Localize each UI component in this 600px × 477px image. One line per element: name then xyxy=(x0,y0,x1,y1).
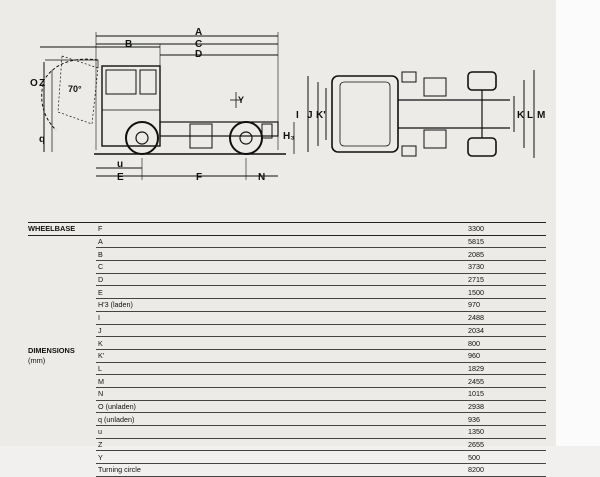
row-value: 800 xyxy=(318,336,546,350)
label-angle: 70° xyxy=(68,84,82,94)
dimensions-unit: (mm) xyxy=(28,355,46,365)
label-y: Y xyxy=(238,95,244,105)
page-margin xyxy=(556,0,600,446)
wheelbase-heading: WHEELBASE xyxy=(28,222,96,236)
row-label: Z xyxy=(96,438,318,452)
row-value: 1829 xyxy=(318,362,546,376)
rear-wheel xyxy=(229,121,263,155)
row-value: 2085 xyxy=(318,247,546,262)
label-k: K xyxy=(517,110,525,121)
row-label: A xyxy=(96,235,318,249)
label-q: q xyxy=(39,134,45,145)
label-z: Z xyxy=(39,78,45,89)
row-label: q (unladen) xyxy=(96,412,318,426)
row-label: B xyxy=(96,247,318,262)
label-l: L xyxy=(527,110,533,121)
label-u: u xyxy=(117,159,123,170)
row-label: Turning circle xyxy=(96,463,318,477)
row-value: 2488 xyxy=(318,311,546,325)
label-d: D xyxy=(195,49,202,60)
front-wheel xyxy=(125,121,159,155)
row-value: 2655 xyxy=(318,438,546,452)
row-label: E xyxy=(96,285,318,300)
row-label: O (unladen) xyxy=(96,400,318,414)
label-m: M xyxy=(537,110,545,121)
row-label: F xyxy=(96,222,318,236)
table-row: H'3 (laden)970 xyxy=(28,298,546,312)
table-row: q (unladen)936 xyxy=(28,412,546,426)
row-value: 2034 xyxy=(318,324,546,338)
cab-side xyxy=(101,65,161,147)
row-value: 5815 xyxy=(318,235,546,249)
table-row: O (unladen)2938 xyxy=(28,400,546,414)
label-b: B xyxy=(125,39,132,50)
table-row: K'960 xyxy=(28,349,546,363)
row-value: 2455 xyxy=(318,374,546,388)
row-label: u xyxy=(96,425,318,439)
row-value: 936 xyxy=(318,412,546,426)
row-value: 960 xyxy=(318,349,546,363)
row-label: M xyxy=(96,374,318,388)
row-label: K xyxy=(96,336,318,350)
label-i: I xyxy=(296,110,299,121)
label-h3: H₃ xyxy=(283,131,295,142)
row-value: 2715 xyxy=(318,273,546,287)
row-label: I xyxy=(96,311,318,325)
table-row-wheelbase: WHEELBASE F 3300 xyxy=(28,222,546,236)
row-label: L xyxy=(96,362,318,376)
row-label: Y xyxy=(96,450,318,465)
label-e: E xyxy=(117,172,124,183)
label-n: N xyxy=(258,172,265,183)
cab-tilt-arc xyxy=(41,58,99,131)
label-j: J xyxy=(307,110,313,121)
row-value: 2938 xyxy=(318,400,546,414)
row-label: N xyxy=(96,387,318,401)
row-value: 1350 xyxy=(318,425,546,439)
label-o: O xyxy=(30,78,38,89)
row-label: C xyxy=(96,260,318,274)
row-label: D xyxy=(96,273,318,287)
row-value: 1500 xyxy=(318,285,546,300)
row-value: 3730 xyxy=(318,260,546,274)
dimensions-title: DIMENSIONS xyxy=(28,345,75,355)
dimensions-heading: DIMENSIONS(mm) xyxy=(28,235,96,476)
row-value: 500 xyxy=(318,450,546,465)
row-value: 970 xyxy=(318,298,546,312)
label-f: F xyxy=(196,172,202,183)
row-label: J xyxy=(96,324,318,338)
label-c: C xyxy=(195,39,202,50)
chassis-frame xyxy=(159,121,279,137)
row-label: K' xyxy=(96,349,318,363)
row-label: H'3 (laden) xyxy=(96,298,318,312)
row-value: 8200 xyxy=(318,463,546,477)
truck-top-view xyxy=(331,71,510,157)
truck-dimension-drawing: A B C D O Z 70° q Y H₃ u E F N I J K' K … xyxy=(30,27,545,183)
row-value: 3300 xyxy=(318,222,546,236)
label-a: A xyxy=(195,27,202,38)
row-value: 1015 xyxy=(318,387,546,401)
label-k-prime: K' xyxy=(316,110,326,121)
